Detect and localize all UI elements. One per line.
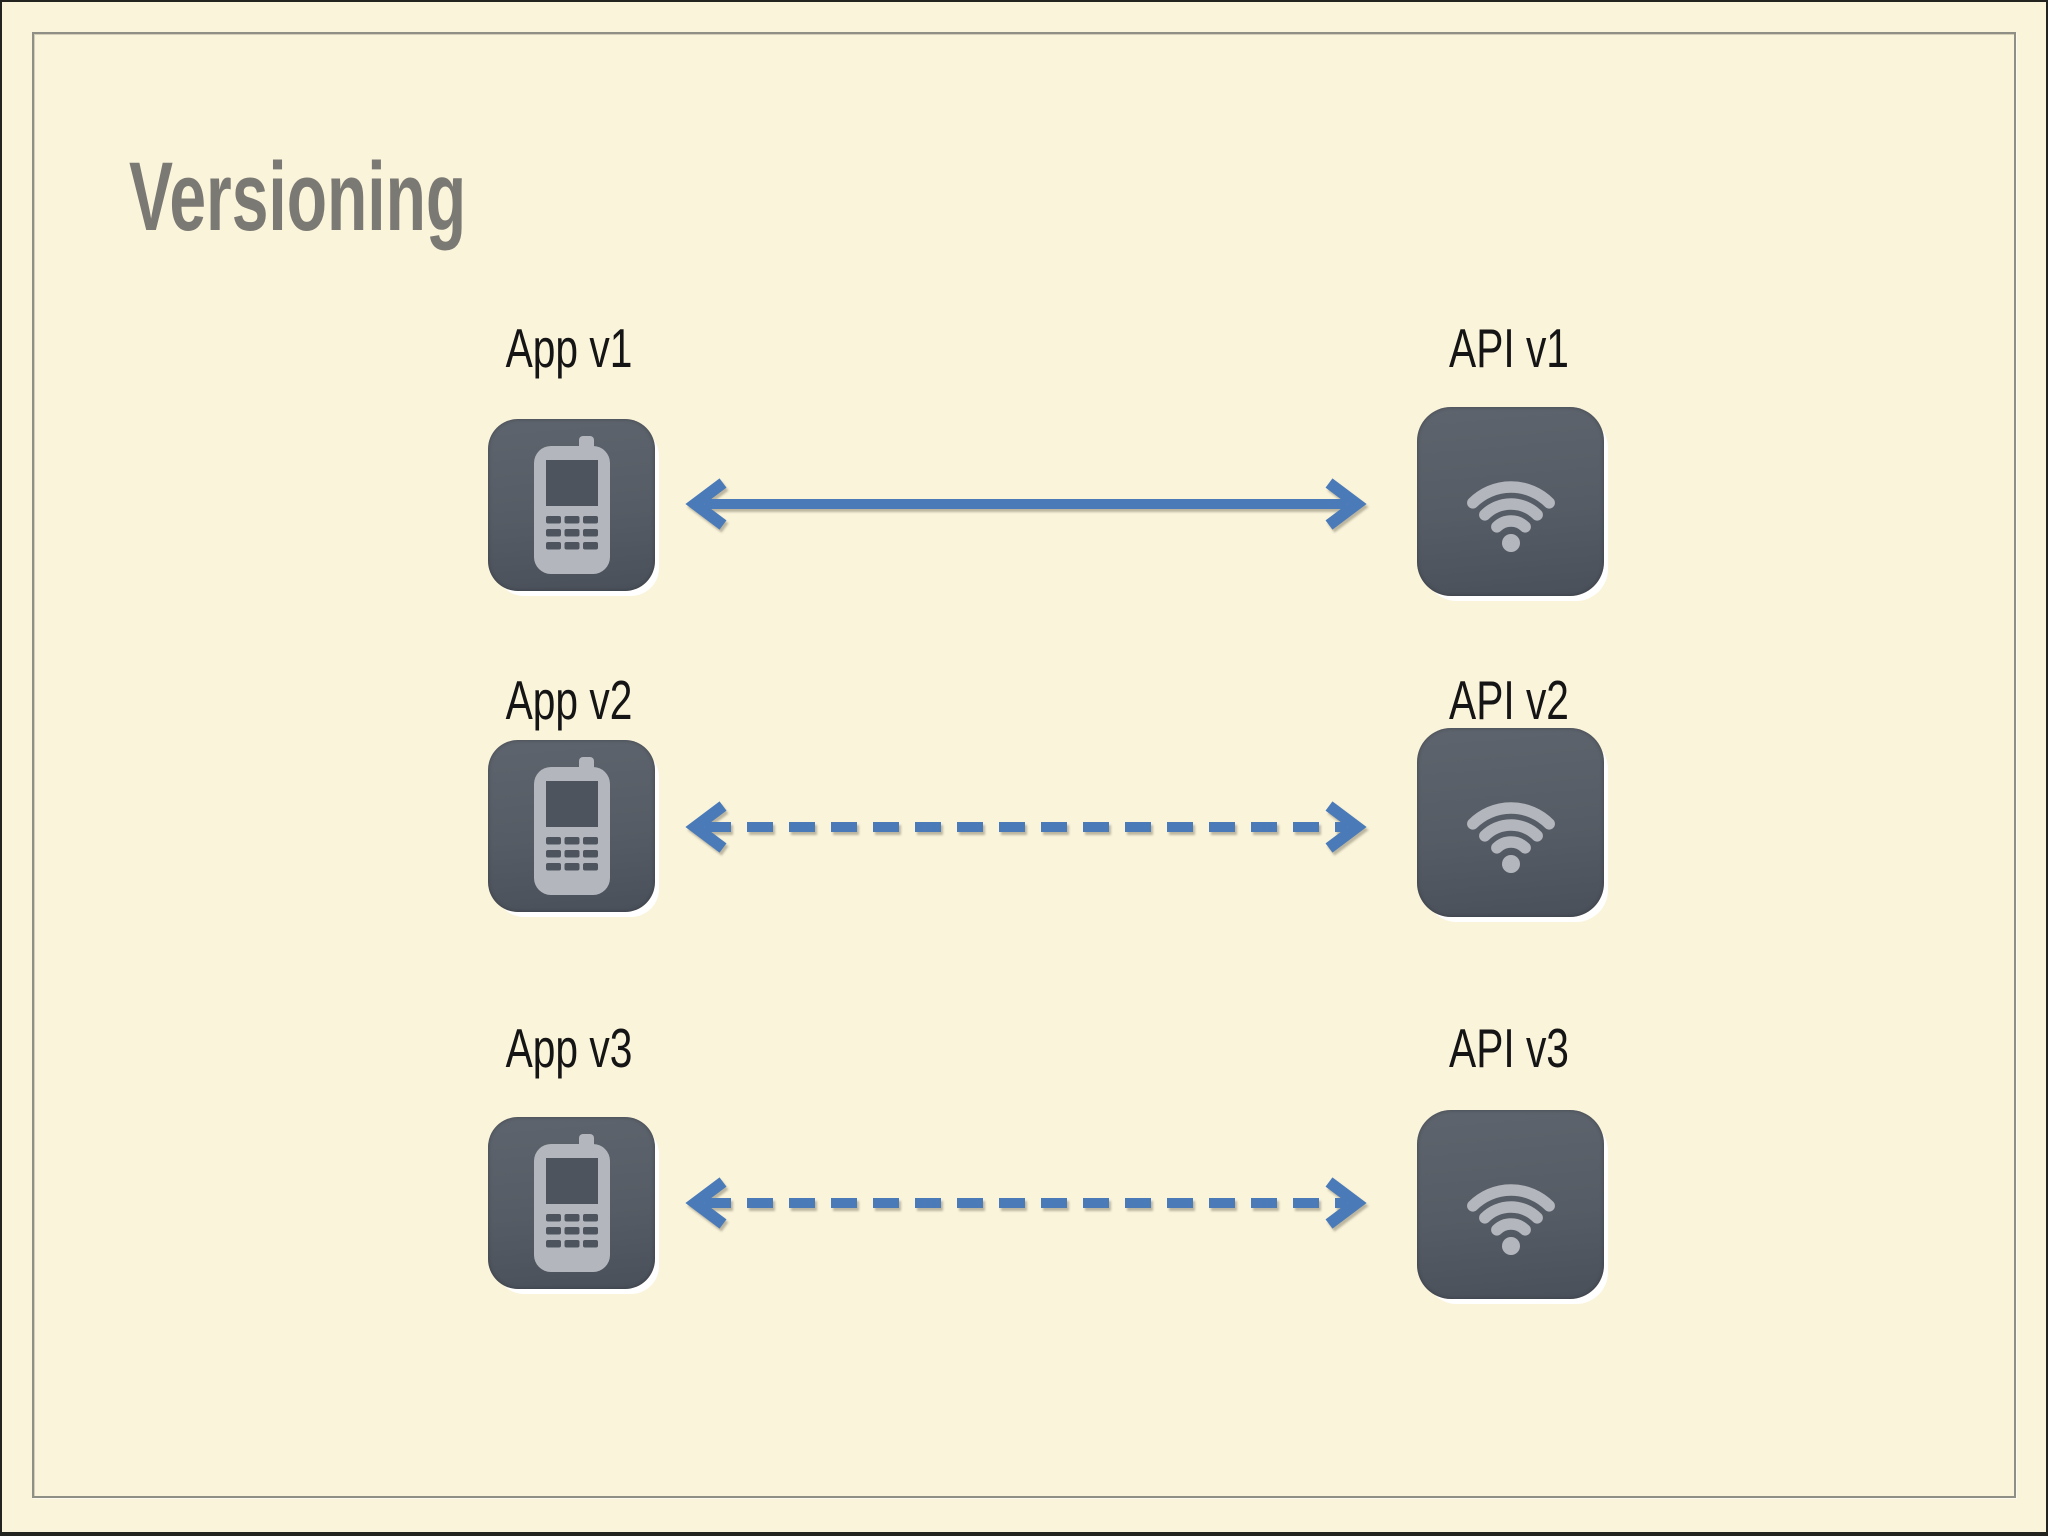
api-v3-label: API v3 bbox=[1449, 1017, 1569, 1079]
arrowhead-left-icon bbox=[685, 801, 727, 853]
app-v1-tile bbox=[488, 419, 655, 591]
api-v2-tile bbox=[1417, 728, 1604, 917]
connection-arrow-v2 bbox=[685, 801, 1367, 853]
wifi-icon bbox=[1441, 442, 1581, 562]
arrowhead-left-icon bbox=[685, 478, 727, 530]
api-v1-label: API v1 bbox=[1449, 317, 1569, 379]
mobile-phone-icon bbox=[522, 1134, 622, 1272]
app-v2-label: App v2 bbox=[505, 669, 633, 731]
app-v2-tile bbox=[488, 740, 655, 912]
arrowhead-right-icon bbox=[1325, 478, 1367, 530]
arrowhead-right-icon bbox=[1325, 801, 1367, 853]
wifi-icon bbox=[1441, 1145, 1581, 1265]
wifi-icon bbox=[1441, 763, 1581, 883]
slide-frame bbox=[32, 32, 2016, 1498]
mobile-phone-icon bbox=[522, 757, 622, 895]
api-v3-tile bbox=[1417, 1110, 1604, 1299]
connection-arrow-v1 bbox=[685, 478, 1367, 530]
app-v3-label: App v3 bbox=[505, 1017, 633, 1079]
connection-arrow-v3 bbox=[685, 1177, 1367, 1229]
api-v1-tile bbox=[1417, 407, 1604, 596]
arrowhead-right-icon bbox=[1325, 1177, 1367, 1229]
mobile-phone-icon bbox=[522, 436, 622, 574]
app-v3-tile bbox=[488, 1117, 655, 1289]
api-v2-label: API v2 bbox=[1449, 669, 1569, 731]
app-v1-label: App v1 bbox=[505, 317, 633, 379]
page-title: Versioning bbox=[129, 142, 467, 251]
arrowhead-left-icon bbox=[685, 1177, 727, 1229]
